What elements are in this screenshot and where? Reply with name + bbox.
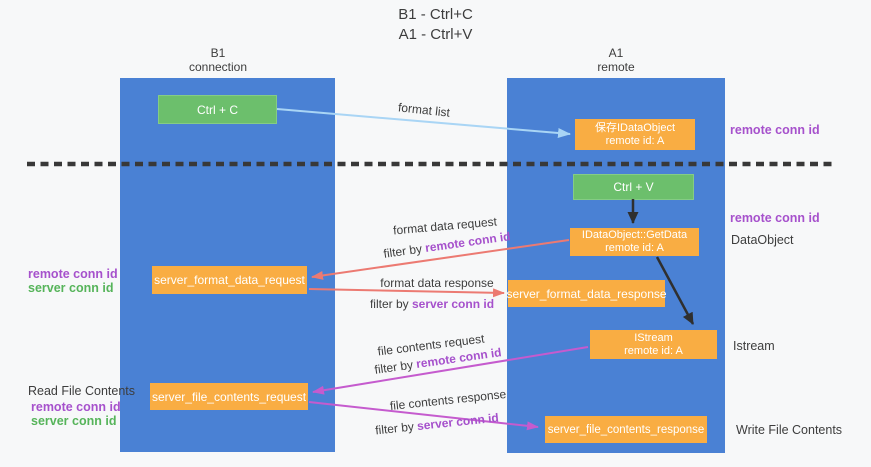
- left-column-name: B1: [210, 46, 226, 60]
- dataobject-label: DataObject: [731, 233, 794, 247]
- filter-by-text: filter by: [373, 357, 418, 377]
- remote-conn-id-label-paste: remote conn id: [730, 211, 820, 225]
- save-idataobject-box: 保存IDataObject remote id: A: [575, 119, 695, 150]
- istream-box: IStream remote id: A: [590, 330, 717, 359]
- left-column-header: B1 connection: [120, 46, 316, 74]
- diagram-title: B1 - Ctrl+C A1 - Ctrl+V: [0, 5, 871, 45]
- server-file-contents-request-label: server_file_contents_request: [151, 389, 307, 404]
- filter-by-text: filter by: [382, 241, 427, 261]
- idataobject-getdata-box: IDataObject::GetData remote id: A: [570, 228, 699, 256]
- server-format-data-request-box: server_format_data_request: [152, 266, 307, 294]
- server-file-contents-response-box: server_file_contents_response: [545, 416, 707, 443]
- server-file-contents-request-box: server_file_contents_request: [150, 383, 308, 410]
- ctrl-v-label: Ctrl + V: [613, 180, 654, 194]
- left-column-role: connection: [188, 60, 248, 74]
- remote-conn-id-label-format: remote conn id: [730, 123, 820, 137]
- format-data-response-label: format data response: [380, 276, 494, 290]
- server-format-data-request-label: server_format_data_request: [154, 273, 305, 287]
- ctrl-v-box: Ctrl + V: [573, 174, 694, 200]
- right-column-name: A1: [608, 46, 624, 60]
- ctrl-c-label: Ctrl + C: [196, 102, 238, 117]
- filter-by-text: filter by: [374, 419, 418, 438]
- file-contents-response-label: file contents response: [389, 386, 507, 414]
- left-server-conn-id-file: server conn id: [31, 414, 117, 428]
- filter-by-text: filter by: [369, 297, 412, 311]
- write-file-contents-label: Write File Contents: [736, 423, 843, 437]
- read-file-contents-label: Read File Contents: [28, 384, 136, 398]
- right-column-role: remote: [597, 60, 635, 74]
- server-conn-id-keyword: server conn id: [416, 410, 500, 434]
- server-conn-id-keyword: server conn id: [411, 297, 495, 311]
- istream-line2: remote id: A: [624, 344, 683, 357]
- right-column-header: A1 remote: [507, 46, 725, 74]
- idataobject-getdata-line1: IDataObject::GetData: [581, 229, 688, 241]
- format-list-label: format list: [397, 100, 451, 120]
- server-format-data-response-label: server_format_data_response: [506, 286, 667, 301]
- server-file-contents-response-label: server_file_contents_response: [547, 423, 705, 436]
- save-idataobject-line1: 保存IDataObject: [594, 121, 676, 134]
- title-line-2: A1 - Ctrl+V: [398, 26, 473, 43]
- save-idataobject-line2: remote id: A: [605, 134, 665, 147]
- title-line-1: B1 - Ctrl+C: [398, 6, 473, 23]
- file-contents-response-filter-label: filter by server conn id: [375, 411, 500, 438]
- server-format-data-response-box: server_format_data_response: [506, 280, 667, 307]
- ctrl-c-box: Ctrl + C: [158, 95, 277, 124]
- format-data-response-filter-label: filter by server conn id: [370, 297, 494, 311]
- left-remote-conn-id-file: remote conn id: [31, 400, 121, 414]
- istream-side-label: Istream: [733, 339, 775, 353]
- left-server-conn-id-format: server conn id: [28, 281, 114, 295]
- left-remote-conn-id-format: remote conn id: [28, 267, 118, 281]
- idataobject-getdata-line2: remote id: A: [605, 242, 664, 254]
- istream-line1: IStream: [634, 331, 673, 344]
